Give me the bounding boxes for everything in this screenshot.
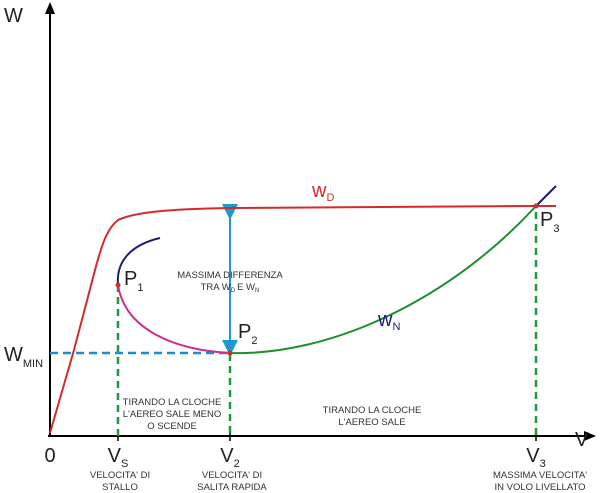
wn-sub: N [392, 321, 400, 333]
v2-tick-label: V2 [220, 445, 239, 470]
p1-p2-branch [117, 284, 231, 354]
max-diff-tra: TRA W [201, 282, 231, 293]
wd-label: wD [311, 180, 334, 204]
left-region-line-2: L'AEREO SALE MENO [123, 409, 221, 420]
upper-branch-curve [116, 237, 161, 286]
wd-sub: D [326, 192, 334, 204]
vs-main: V [108, 445, 122, 467]
wd-curve [49, 205, 556, 434]
v2-caption-2: SALITA RAPIDA [197, 482, 267, 493]
x-axis-arrow [584, 431, 596, 441]
vs-tick-label: VS [108, 445, 129, 470]
p3-marker [533, 203, 539, 209]
wmin-label: WMIN [4, 344, 43, 370]
origin-label: 0 [44, 445, 55, 467]
y-axis-arrow [45, 2, 55, 14]
y-axis-label: W [4, 5, 23, 27]
wn-main: w [377, 309, 393, 331]
p2-marker [227, 350, 233, 356]
v3-sub: 3 [540, 458, 546, 470]
max-diff-line-1: MASSIMA DIFFERENZA [177, 270, 283, 281]
left-region-line-3: O SCENDE [147, 421, 197, 432]
wn-label: wN [377, 309, 400, 333]
vs-caption-2: STALLO [102, 482, 138, 493]
v3-tick-label: V3 [526, 445, 545, 470]
wd-main: w [311, 180, 327, 202]
max-diff-sub-n: N [255, 288, 259, 294]
p1-sub: 1 [137, 282, 143, 294]
v3-caption-1: MASSIMA VELOCITA' [493, 470, 587, 481]
p2-label: P2 [238, 321, 257, 347]
p3-main: P [540, 209, 553, 231]
p3-sub: 3 [553, 223, 559, 235]
p2-main: P [238, 321, 251, 343]
p1-marker [115, 282, 121, 288]
wmin-main: W [4, 344, 23, 366]
max-diff-ew: E W [237, 282, 255, 293]
p3-label: P3 [540, 209, 559, 235]
vs-caption-1: VELOCITA' DI [90, 470, 150, 481]
p2-sub: 2 [251, 335, 257, 347]
v2-caption-1: VELOCITA' DI [202, 470, 262, 481]
max-diff-sub-d: D [231, 288, 236, 294]
wn-curve [229, 205, 537, 355]
vs-sub: S [121, 458, 128, 470]
left-region-line-1: TIRANDO LA CLOCHE [123, 397, 222, 408]
v3-main: V [526, 445, 540, 467]
right-region-line-1: TIRANDO LA CLOCHE [323, 405, 422, 416]
wmin-sub: MIN [23, 358, 43, 370]
v3-caption-2: IN VOLO LIVELLATO [495, 482, 586, 493]
x-axis-label: V [575, 429, 589, 451]
v2-sub: 2 [234, 458, 240, 470]
p1-main: P [124, 268, 137, 290]
p1-label: P1 [124, 268, 143, 294]
v2-main: V [220, 445, 234, 467]
right-region-line-2: L'AEREO SALE [338, 417, 405, 428]
upper-branch-right [535, 185, 557, 207]
